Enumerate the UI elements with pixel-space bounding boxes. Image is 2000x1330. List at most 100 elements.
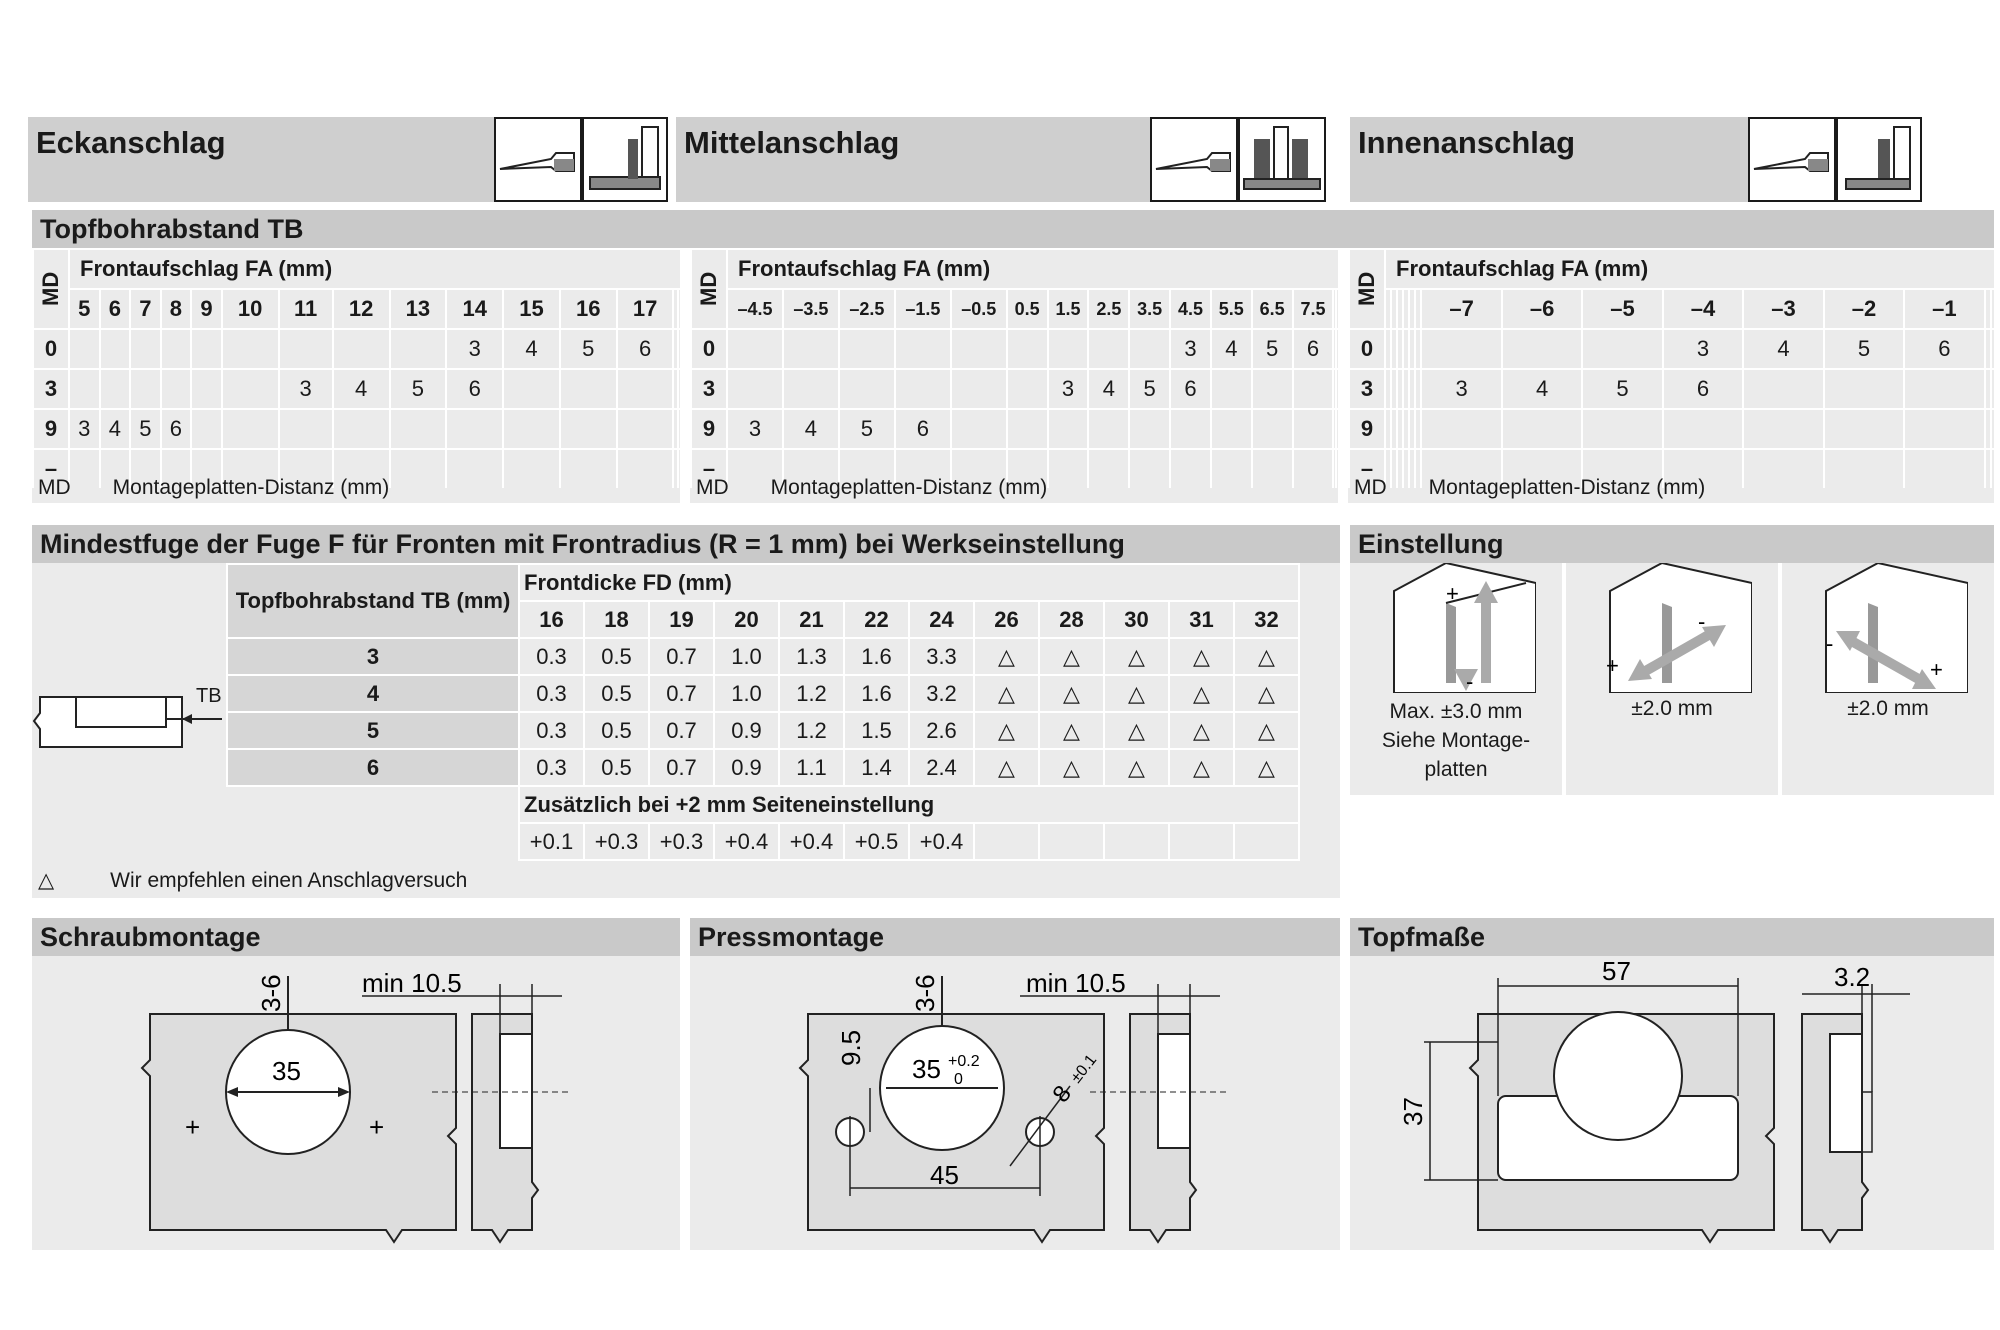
fa-label: Frontaufschlag FA (mm): [726, 248, 1338, 289]
fa-header-cell: 5.5: [1209, 288, 1252, 329]
fa-cell: [1332, 328, 1337, 369]
fa-cell: [1396, 328, 1404, 369]
extra-cell: +0.3: [648, 822, 715, 861]
gap-cell: △: [1233, 711, 1300, 750]
fa-cell: [1383, 328, 1392, 369]
fa-cell: [1396, 448, 1404, 488]
md-value: –: [32, 448, 69, 488]
fa-cell: [1989, 408, 1994, 449]
fa-cell: [1087, 448, 1130, 488]
fa-header-cell: 4.5: [1169, 288, 1211, 329]
adjust-side-icon: + -: [1606, 563, 1752, 693]
fa-cell: 6: [1169, 368, 1211, 409]
fa-cell: [1250, 368, 1293, 409]
gap-cell: 0.7: [648, 674, 715, 713]
gap-cell: 0.7: [648, 637, 715, 676]
innen-plan-icon: [1748, 117, 1836, 202]
fa-cell: 4: [502, 328, 560, 369]
fa-header-cell: 3.5: [1128, 288, 1171, 329]
fa-cell: [949, 328, 1007, 369]
gap-cell: 0.5: [583, 637, 650, 676]
fa-header-cell: 6: [98, 288, 131, 329]
fa-cell: [1983, 408, 1991, 449]
schraub-header: Schraubmontage: [32, 918, 680, 956]
fa-cell: [159, 328, 192, 369]
gap-cell: △: [1038, 637, 1105, 676]
gap-cell: 1.4: [843, 748, 910, 787]
fa-cell: [1332, 448, 1337, 488]
topf-panel: 57 37 3.2: [1350, 956, 1994, 1250]
fa-cell: [502, 448, 560, 488]
mindestfuge-header: Mindestfuge der Fuge F für Fronten mit F…: [32, 525, 1340, 563]
fa-header-cell: [672, 288, 678, 329]
fa-cell: 4: [1742, 328, 1824, 369]
innen-side-icon: [1836, 117, 1922, 202]
gap-cell: △: [1233, 637, 1300, 676]
fa-cell: [1291, 368, 1334, 409]
fa-cell: [1005, 368, 1048, 409]
svg-text:-: -: [1698, 609, 1705, 634]
gap-cell: △: [1233, 674, 1300, 713]
fa-cell: [893, 368, 951, 409]
fa-cell: [1335, 368, 1338, 409]
md-value: –: [690, 448, 727, 488]
title-eckanschlag: Eckanschlag: [28, 117, 494, 202]
fa-cell: [1408, 328, 1416, 369]
table-row: 9: [1348, 408, 1994, 449]
fa-cell: [331, 408, 390, 449]
fa-cell: [1332, 368, 1337, 409]
fd-header-cell: 32: [1233, 600, 1300, 639]
fa-cell: [1402, 368, 1410, 409]
fa-cell: [1390, 328, 1398, 369]
gap-cell: △: [1038, 748, 1105, 787]
fa-cell: [1420, 408, 1502, 449]
gap-cell: 2.4: [908, 748, 975, 787]
table-row: –: [1348, 448, 1994, 488]
fa-cell: [1822, 368, 1905, 409]
fa-cell: [676, 448, 680, 488]
fa-cell: [781, 328, 839, 369]
gap-cell: 1.6: [843, 637, 910, 676]
fa-header-cell: 7.5: [1291, 288, 1334, 329]
svg-text:35: 35: [272, 1056, 301, 1086]
fa-cell: [388, 328, 447, 369]
tb-section-header: Topfbohrabstand TB: [32, 210, 1994, 248]
fa-header-cell: –7: [1420, 288, 1502, 329]
press-header: Pressmontage: [690, 918, 1340, 956]
fd-header-cell: 26: [973, 600, 1040, 639]
fa-header-cell: [676, 288, 680, 329]
fa-header-cell: 16: [558, 288, 617, 329]
fd-header-cell: 31: [1168, 600, 1235, 639]
extra-cell: +0.5: [843, 822, 910, 861]
fa-cell: [615, 448, 674, 488]
gap-cell: 0.5: [583, 711, 650, 750]
svg-text:9.5: 9.5: [836, 1030, 866, 1066]
gap-cell: 1.1: [778, 748, 845, 787]
fa-cell: [676, 368, 680, 409]
svg-text:min 10.5: min 10.5: [362, 968, 462, 998]
fa-cell: [502, 368, 560, 409]
md-value: 0: [690, 328, 727, 369]
gap-cell: 0.3: [518, 674, 585, 713]
fa-header-cell: [1402, 288, 1410, 329]
fa-header-cell: [1989, 288, 1994, 329]
title-text: Innenanschlag: [1358, 125, 1576, 160]
fa-header-cell: 5: [68, 288, 100, 329]
gap-cell: 1.0: [713, 674, 780, 713]
mittel-side-icon: [1238, 117, 1326, 202]
fa-cell: [1408, 368, 1416, 409]
fa-cell: [1169, 448, 1211, 488]
fa-cell: [1046, 448, 1089, 488]
fa-cell: [1402, 408, 1410, 449]
fa-header-cell: 17: [615, 288, 674, 329]
fa-cell: [1332, 408, 1337, 449]
fa-cell: [1383, 368, 1392, 409]
fa-cell: [445, 408, 504, 449]
fa-cell: [190, 328, 222, 369]
md-value: 0: [1348, 328, 1385, 369]
gap-cell: 0.7: [648, 748, 715, 787]
fa-cell: 3: [1420, 368, 1502, 409]
